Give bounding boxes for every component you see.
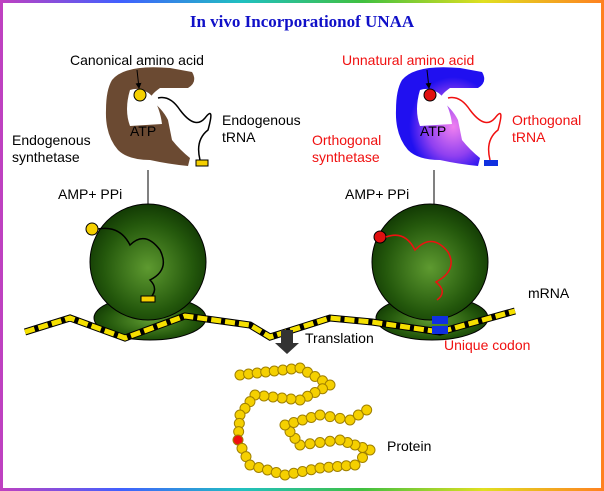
protein-residue [297,466,308,477]
unique-codon-label: Unique codon [444,337,530,353]
endogenous-trna-line1: Endogenous [222,112,301,128]
protein-residue [288,467,300,479]
endogenous-synthetase [105,67,195,166]
protein-residue [276,392,288,404]
protein-residue [314,409,326,421]
protein-residue [258,390,270,402]
arrow-icon [425,69,432,89]
protein-residue [352,409,364,421]
orthogonal-trna-line1: Orthogonal [512,112,581,128]
protein-residue [305,464,317,476]
protein-residue [361,404,373,416]
protein-residue [304,438,316,450]
byproduct-right: AMP+ PPi [345,186,409,202]
protein-residue [314,437,326,448]
protein-chain [232,362,376,481]
endogenous-trna-bound [97,227,165,301]
endogenous-trna-line2: tRNA [222,129,256,145]
arrow-icon [135,69,142,89]
canonical-amino-acid-label: Canonical amino acid [70,52,204,68]
translation-arrow-icon [275,330,299,354]
protein-residue [344,414,356,426]
protein-residue [324,435,336,447]
endogenous-synthetase-line2: synthetase [12,149,80,165]
mrna-strand [24,308,516,341]
atp-label-left: ATP [130,123,156,139]
diagram-canvas: In vivo Incorporationof UNAA Canonical a… [3,3,601,488]
unique-codon-block [432,326,448,334]
unnatural-amino-acid-bead [423,88,437,102]
canonical-amino-acid-bead [85,222,99,236]
anticodon-right [484,160,498,166]
orthogonal-synthetase [395,67,485,166]
protein-residue [279,469,291,481]
protein-residue [357,452,368,463]
unnatural-amino-acid-label: Unnatural amino acid [342,52,474,68]
unnatural-amino-acid-bead [373,230,387,244]
mrna-label: mRNA [528,285,570,301]
endogenous-trna [157,96,212,161]
unaa-diagram: In vivo Incorporationof UNAA Canonical a… [12,12,581,481]
orthogonal-trna-bound [385,234,452,301]
protein-residue [267,391,279,403]
protein-residue [334,412,346,424]
diagram-title: In vivo Incorporationof UNAA [190,12,415,31]
unique-codon-block [432,316,448,324]
protein-residue [285,393,297,405]
ribosome-right [371,203,489,341]
protein-residue [349,459,361,471]
anticodon-left [195,159,209,167]
endogenous-synthetase-line1: Endogenous [12,132,91,148]
protein-residue [294,394,306,406]
orthogonal-synthetase-line2: synthetase [312,149,380,165]
orthogonal-trna [447,96,502,161]
anticodon-left-bound [140,295,156,303]
byproduct-left: AMP+ PPi [58,186,122,202]
canonical-amino-acid-bead [133,88,147,102]
orthogonal-synthetase-line1: Orthogonal [312,132,381,148]
atp-label-right: ATP [420,123,446,139]
orthogonal-trna-line2: tRNA [512,129,546,145]
translation-label: Translation [305,330,374,346]
protein-residue [334,434,346,446]
protein-label: Protein [387,438,431,454]
protein-residue [324,411,336,423]
